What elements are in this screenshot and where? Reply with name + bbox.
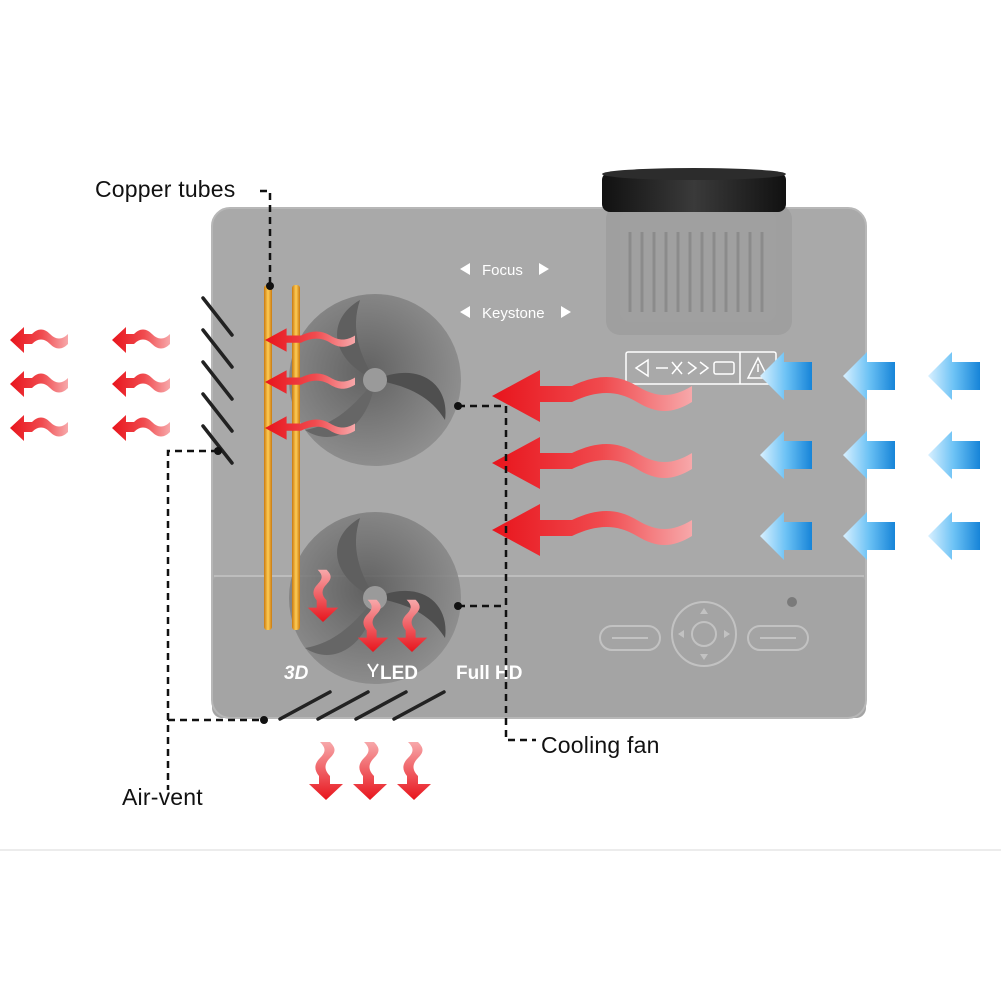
- lower-fan-icon: [289, 512, 461, 684]
- leader-dots: [214, 282, 462, 724]
- hot-air-down-icon: [353, 742, 387, 800]
- leader-lines: [166, 189, 536, 790]
- cooling-fan-leader: [458, 404, 536, 742]
- air-vent-label: Air-vent: [122, 784, 203, 810]
- copper-tubes-leader: [260, 189, 272, 286]
- hot-air-exhaust-bottom: [309, 742, 431, 800]
- air-vent-leader: [166, 449, 218, 790]
- control-buttons: [599, 597, 809, 667]
- left-arrow-icon: [460, 306, 470, 318]
- hot-air-arrow-icon: [10, 327, 68, 353]
- cool-air-arrow-icon: [928, 431, 980, 479]
- side-vent-slats: [201, 296, 234, 465]
- hot-air-down-icon: [397, 742, 431, 800]
- hot-air-arrow-icon: [112, 327, 170, 353]
- cool-air-arrow-icon: [928, 352, 980, 400]
- cooling-fan-label: Cooling fan: [541, 732, 660, 758]
- hot-air-down-icon: [309, 742, 343, 800]
- hot-air-arrow-icon: [112, 415, 170, 441]
- copper-tubes: [264, 285, 300, 630]
- led-badge: LED: [367, 663, 418, 684]
- hot-air-exhaust-left: [10, 327, 170, 441]
- bottom-vent-slats: [278, 690, 446, 721]
- cool-air-arrow-icon: [928, 512, 980, 560]
- right-arrow-icon: [539, 263, 549, 275]
- bolt-icon: [367, 663, 379, 677]
- copper-tubes-label: Copper tubes: [95, 176, 236, 202]
- divider: [0, 849, 1001, 851]
- full-hd-badge: Full HD: [456, 663, 523, 684]
- led-label: LED: [380, 663, 418, 684]
- hot-air-arrow-icon: [10, 371, 68, 397]
- keystone-control: Keystone: [460, 305, 571, 322]
- left-arrow-icon: [460, 263, 470, 275]
- keystone-label: Keystone: [482, 305, 545, 322]
- right-arrow-icon: [561, 306, 571, 318]
- hot-air-arrow-icon: [10, 415, 68, 441]
- focus-control: Focus: [460, 262, 549, 279]
- 3d-badge: 3D: [284, 663, 309, 684]
- lens: [602, 168, 786, 322]
- cool-air-intake: [760, 352, 980, 560]
- focus-label: Focus: [482, 262, 523, 279]
- hot-air-arrow-icon: [112, 371, 170, 397]
